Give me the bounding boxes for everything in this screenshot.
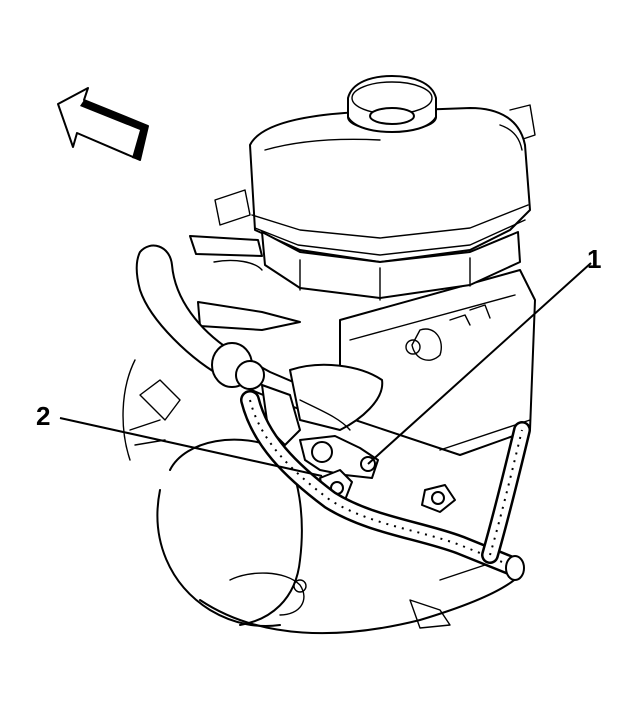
callout-2-label: 2	[36, 401, 50, 431]
callout-1-leader	[367, 262, 592, 465]
wiring-harness	[240, 390, 531, 581]
callout-leaders	[59, 262, 592, 477]
master-cylinder-body	[339, 269, 536, 456]
reservoir-cap	[347, 75, 437, 133]
vacuum-hose	[135, 244, 384, 431]
callout-2-leader	[59, 417, 323, 477]
callout-1-label: 1	[587, 244, 601, 274]
forward-direction-arrow-icon	[57, 87, 149, 161]
fluid-reservoir	[189, 75, 531, 331]
